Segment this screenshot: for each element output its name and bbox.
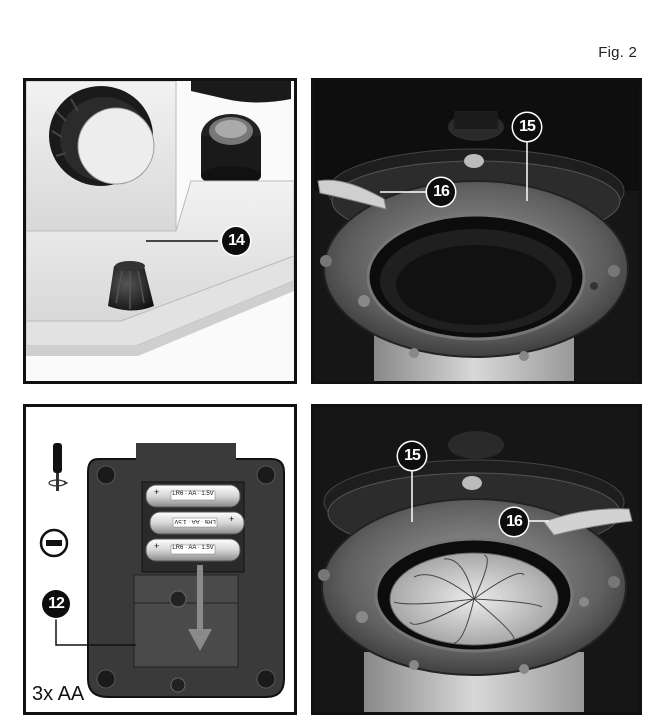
battery-label-2: LR6 · AA · 1.5V (174, 518, 216, 524)
battery-plus-3: + (154, 541, 160, 551)
battery-1 (145, 484, 241, 508)
panel-microscope-base: 14 (23, 78, 297, 384)
battery-label-1: LR6 · AA · 1.5V (172, 491, 214, 497)
battery-label-3: LR6 · AA · 1.5V (172, 545, 214, 551)
battery-plus-2: + (229, 514, 235, 524)
battery-compartment-illustration (26, 407, 294, 712)
callout-15: 15 (398, 442, 426, 470)
figure-label: Fig. 2 (598, 44, 637, 61)
callout-12: 12 (42, 590, 70, 618)
battery-3 (145, 538, 241, 562)
battery-plus-1: + (154, 487, 160, 497)
callout-16: 16 (427, 178, 455, 206)
condenser-ring-illustration (314, 81, 639, 381)
microscope-base-illustration (26, 81, 294, 381)
panel-battery-compartment: LR6 · AA · 1.5V LR6 · AA · 1.5V LR6 · AA… (23, 404, 297, 715)
battery-caption: 3x AA (32, 683, 85, 705)
callout-16: 16 (500, 508, 528, 536)
condenser-iris-illustration (314, 407, 639, 712)
callout-14: 14 (222, 227, 250, 255)
battery-2 (149, 511, 245, 535)
screwdriver-icon (48, 443, 69, 491)
callout-15: 15 (513, 113, 541, 141)
panel-condenser-ring-open: 15 16 (311, 404, 642, 715)
panel-condenser-ring-closed: 15 16 (311, 78, 642, 384)
minus-icon (39, 528, 69, 558)
